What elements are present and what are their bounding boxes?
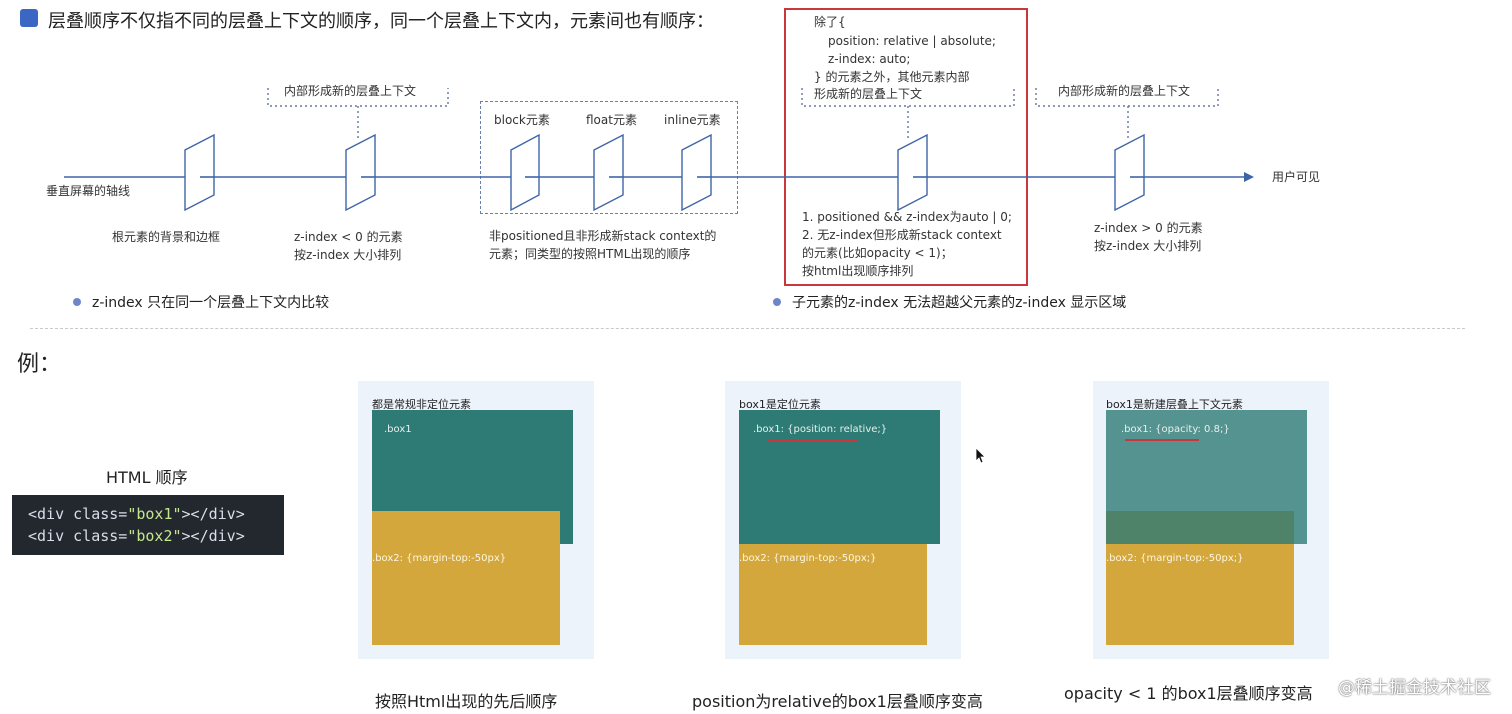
watermark: @稀土掘金技术社区 bbox=[1338, 678, 1491, 698]
code-block: <div class="box1"></div> <div class="box… bbox=[12, 495, 284, 555]
panel-3-box2-label: .box2: {margin-top:-50px;} bbox=[1106, 553, 1244, 564]
panel-1-box2-label: .box2: {margin-top:-50px} bbox=[372, 553, 507, 564]
pos-label-1: z-index > 0 的元素 bbox=[1094, 221, 1203, 235]
plane-neg bbox=[345, 133, 376, 212]
user-visible-label: 用户可见 bbox=[1272, 170, 1321, 184]
panel-1-box1-label: .box1 bbox=[384, 424, 412, 435]
section-divider bbox=[30, 328, 1465, 329]
bullet-dot-2 bbox=[773, 298, 781, 306]
panel-3-underline bbox=[1125, 439, 1199, 441]
page-title: 层叠顺序不仅指不同的层叠上下文的顺序，同一个层叠上下文内，元素间也有顺序： bbox=[48, 11, 714, 32]
inline-label: inline元素 bbox=[664, 113, 721, 127]
neg-label-2: 按z-index 大小排列 bbox=[294, 248, 402, 262]
code-line-1: <div class="box1"></div> bbox=[28, 505, 245, 523]
plane-auto bbox=[897, 133, 928, 212]
html-order-label: HTML 顺序 bbox=[106, 468, 188, 487]
red-box-line4: } 的元素之外，其他元素内部 bbox=[814, 70, 970, 84]
panel-1-box2 bbox=[372, 511, 560, 645]
panel-1-caption: 按照Html出现的先后顺序 bbox=[375, 692, 558, 711]
panel-3-box1 bbox=[1106, 410, 1307, 544]
float-label: float元素 bbox=[586, 113, 637, 127]
panel-2-caption: position为relative的box1层叠顺序变高 bbox=[692, 692, 983, 711]
mouse-cursor-icon bbox=[975, 447, 986, 464]
stacking-axis-diagram bbox=[64, 88, 1254, 212]
panel-1-title: 都是常规非定位元素 bbox=[372, 398, 471, 411]
bullet-text-1: z-index 只在同一个层叠上下文内比较 bbox=[92, 295, 330, 311]
neg-label-1: z-index < 0 的元素 bbox=[294, 230, 403, 244]
normal-label-1: 非positioned且非形成新stack context的 bbox=[489, 229, 717, 243]
normal-flow-group bbox=[480, 101, 738, 214]
plane-block bbox=[510, 133, 540, 212]
auto-label-2: 2. 无z-index但形成新stack context bbox=[802, 228, 1002, 242]
panel-2-box1 bbox=[739, 410, 940, 544]
plane-inline bbox=[681, 133, 712, 212]
red-box-line1: 除了{ bbox=[814, 15, 846, 29]
panel-3-caption: opacity < 1 的box1层叠顺序变高 bbox=[1064, 684, 1313, 703]
axis-arrow bbox=[1244, 172, 1254, 182]
plane-root bbox=[184, 133, 215, 212]
highlight-frame bbox=[784, 8, 1028, 286]
panel-3-box1-label: .box1: {opacity: 0.8;} bbox=[1121, 424, 1230, 435]
bracket-neg-context bbox=[267, 88, 449, 107]
normal-label-2: 元素；同类型的按照HTML出现的顺序 bbox=[489, 247, 691, 261]
panel-2-title: box1是定位元素 bbox=[739, 398, 821, 411]
bracket-neg-label: 内部形成新的层叠上下文 bbox=[284, 84, 417, 98]
block-label: block元素 bbox=[494, 113, 550, 127]
auto-label-3: 的元素(比如opacity < 1)； bbox=[802, 246, 953, 260]
code-line-2: <div class="box2"></div> bbox=[28, 527, 245, 545]
panel-2-box1-label: .box1: {position: relative;} bbox=[753, 424, 888, 435]
example-heading: 例： bbox=[17, 352, 62, 377]
title-marker bbox=[20, 9, 38, 27]
red-box-line3: z-index: auto; bbox=[828, 52, 911, 66]
panel-2-box2-label: .box2: {margin-top:-50px;} bbox=[739, 553, 877, 564]
root-label: 根元素的背景和边框 bbox=[112, 230, 221, 244]
plane-pos bbox=[1114, 133, 1145, 212]
bullet-text-2: 子元素的z-index 无法超越父元素的z-index 显示区域 bbox=[792, 295, 1127, 311]
axis-label: 垂直屏幕的轴线 bbox=[46, 184, 131, 198]
auto-label-1: 1. positioned && z-index为auto | 0; bbox=[802, 210, 1012, 224]
plane-float bbox=[593, 133, 624, 212]
pos-label-2: 按z-index 大小排列 bbox=[1094, 239, 1202, 253]
panel-3-title: box1是新建层叠上下文元素 bbox=[1106, 398, 1243, 411]
bullet-dot-1 bbox=[73, 298, 81, 306]
bracket-pos-label: 内部形成新的层叠上下文 bbox=[1058, 84, 1191, 98]
red-box-line5: 形成新的层叠上下文 bbox=[814, 87, 923, 101]
panel-2-underline bbox=[768, 439, 858, 441]
red-box-line2: position: relative | absolute; bbox=[828, 34, 996, 48]
auto-label-4: 按html出现顺序排列 bbox=[802, 264, 914, 278]
